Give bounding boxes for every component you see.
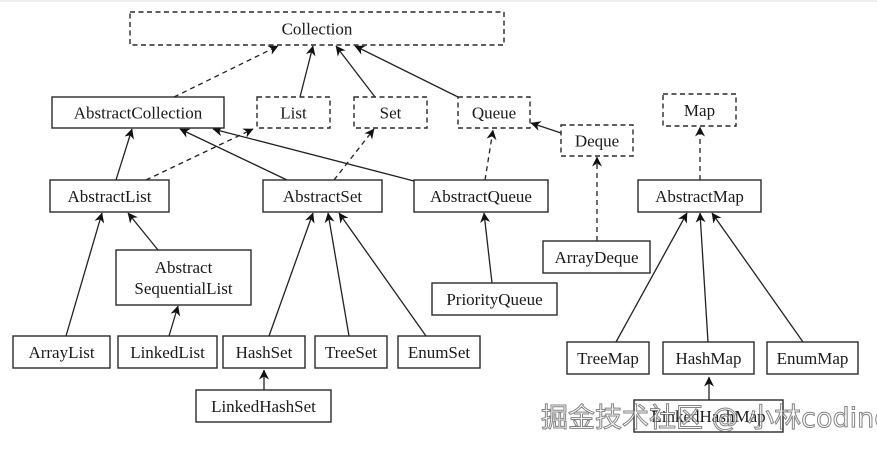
edge-abstract-list-to-abstract-collection xyxy=(115,128,134,181)
class-box xyxy=(413,179,549,213)
node-linked-hash-set: LinkedHashSet xyxy=(195,389,332,423)
class-box xyxy=(49,179,170,213)
node-label: AbstractCollection xyxy=(74,104,203,123)
node-label: HashMap xyxy=(675,349,741,368)
node-label: Map xyxy=(684,101,715,120)
class-box xyxy=(766,341,859,375)
class-box xyxy=(117,335,218,369)
class-box xyxy=(662,341,755,375)
edge-hash-map-to-abstract-map xyxy=(695,212,709,343)
edge-hash-set-to-abstract-set xyxy=(268,212,315,337)
edge-tree-set-to-abstract-set xyxy=(324,212,350,337)
class-box xyxy=(637,179,762,213)
node-label: Deque xyxy=(575,132,619,151)
watermark: 掘金技术社区 @ 小林coding xyxy=(540,403,877,435)
class-box xyxy=(542,240,651,274)
node-hash-set: HashSet xyxy=(222,335,306,369)
edge-abstract-list-to-list xyxy=(145,128,254,181)
class-box xyxy=(262,179,383,213)
node-hash-map: HashMap xyxy=(662,341,755,375)
top-border xyxy=(0,0,877,2)
node-enum-map: EnumMap xyxy=(766,341,859,375)
interface-box xyxy=(662,93,737,127)
node-tree-map: TreeMap xyxy=(566,341,650,375)
node-label: AbstractMap xyxy=(655,187,744,206)
node-label: EnumMap xyxy=(777,349,849,368)
node-enum-set: EnumSet xyxy=(397,335,481,369)
class-box xyxy=(431,282,558,316)
edges-layer xyxy=(65,45,804,400)
node-label: ArrayList xyxy=(28,343,94,362)
node-label: TreeMap xyxy=(577,349,639,368)
edge-abstract-queue-to-abstract-collection xyxy=(212,126,415,182)
node-label: Queue xyxy=(472,104,516,123)
interface-box xyxy=(457,96,531,129)
node-label: Collection xyxy=(282,20,353,39)
edge-abstract-sequential-list-to-abstract-list xyxy=(127,212,159,251)
edge-set-to-collection xyxy=(335,45,376,98)
node-linked-hash-map: LinkedHashMap xyxy=(633,399,784,433)
node-label: AbstractSet xyxy=(283,187,363,206)
node-label: EnumSet xyxy=(408,343,471,362)
node-label: LinkedHashSet xyxy=(211,397,316,416)
edge-abstract-set-to-abstract-collection xyxy=(179,128,288,181)
node-label: SequentialList xyxy=(134,279,232,298)
node-abstract-list: AbstractList xyxy=(49,179,170,213)
node-label: PriorityQueue xyxy=(446,290,542,309)
edge-linked-list-to-abstract-sequential-list xyxy=(168,305,181,337)
node-map: Map xyxy=(662,93,737,127)
class-box xyxy=(222,335,306,369)
edge-priority-queue-to-abstract-queue xyxy=(480,212,493,284)
node-queue: Queue xyxy=(457,96,531,129)
node-abstract-collection: AbstractCollection xyxy=(51,96,225,129)
class-box xyxy=(51,96,225,129)
node-deque: Deque xyxy=(560,124,634,157)
node-abstract-map: AbstractMap xyxy=(637,179,762,213)
node-label: Set xyxy=(380,104,402,123)
edge-queue-to-collection xyxy=(354,45,459,98)
node-abstract-set: AbstractSet xyxy=(262,179,383,213)
interface-box xyxy=(256,96,331,129)
node-tree-set: TreeSet xyxy=(314,335,388,369)
class-box xyxy=(115,249,252,306)
edge-abstract-set-to-set xyxy=(333,128,375,181)
node-label: AbstractList xyxy=(67,187,151,206)
node-array-deque: ArrayDeque xyxy=(542,240,651,274)
node-priority-queue: PriorityQueue xyxy=(431,282,558,316)
node-label: List xyxy=(280,104,307,123)
node-label: ArrayDeque xyxy=(554,248,638,267)
class-box xyxy=(397,335,481,369)
node-list: List xyxy=(256,96,331,129)
node-abstract-queue: AbstractQueue xyxy=(413,179,549,213)
edge-list-to-collection xyxy=(299,45,316,98)
class-box xyxy=(314,335,388,369)
class-box xyxy=(566,341,650,375)
node-label: LinkedHashMap xyxy=(651,407,765,426)
edge-abstract-collection-to-collection xyxy=(173,45,279,98)
node-label: LinkedList xyxy=(130,343,205,362)
edge-array-list-to-abstract-list xyxy=(65,212,105,337)
node-array-list: ArrayList xyxy=(12,335,111,369)
node-set: Set xyxy=(353,96,428,129)
edge-tree-map-to-abstract-map xyxy=(615,212,688,343)
edge-enum-set-to-abstract-set xyxy=(338,212,427,337)
node-label: TreeSet xyxy=(325,343,378,362)
node-label: Abstract xyxy=(155,258,213,277)
class-box xyxy=(633,399,784,433)
edge-deque-to-queue xyxy=(530,121,562,134)
node-collection: Collection xyxy=(129,11,505,46)
node-label: AbstractQueue xyxy=(430,187,532,206)
class-box xyxy=(12,335,111,369)
interface-box xyxy=(560,124,634,157)
node-label: HashSet xyxy=(236,343,293,362)
node-linked-list: LinkedList xyxy=(117,335,218,369)
interface-box xyxy=(129,11,505,46)
interface-box xyxy=(353,96,428,129)
class-box xyxy=(195,389,332,423)
edge-enum-map-to-abstract-map xyxy=(711,212,804,343)
edge-abstract-queue-to-queue xyxy=(484,129,497,181)
